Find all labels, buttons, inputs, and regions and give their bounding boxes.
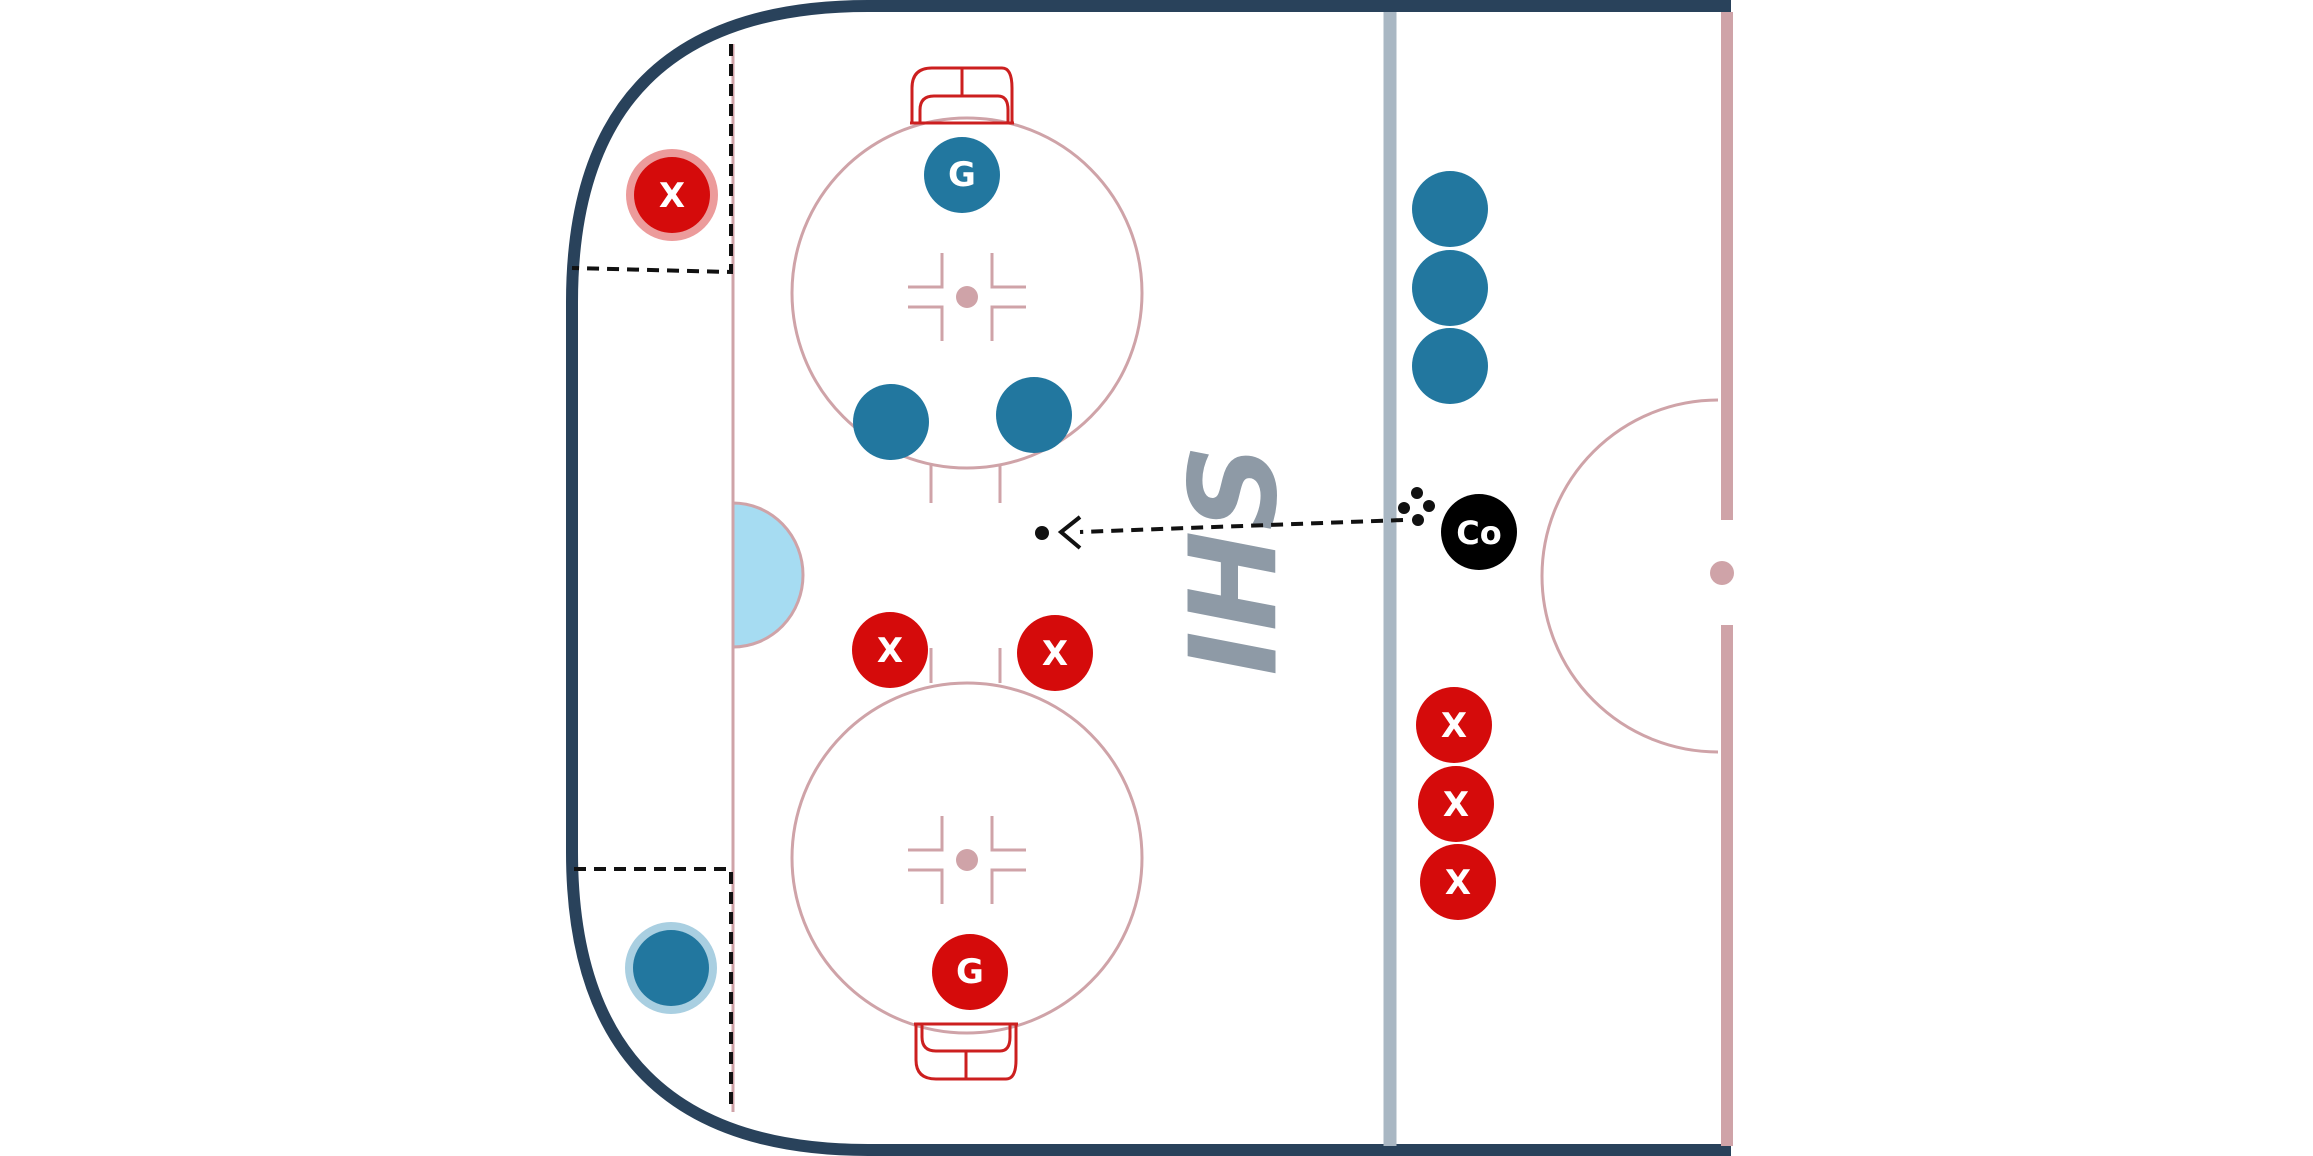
boards [566,0,1731,1156]
pass-dashed-line [1079,518,1404,534]
blue-player-circle-right[interactable] [996,377,1072,453]
red-player-line-2[interactable]: X [1418,766,1494,842]
corner-zone-top [571,44,733,275]
player-label: G [956,952,984,992]
goal-crease [731,501,805,649]
faceoff-hashmarks [908,648,1026,904]
player-label: X [1441,706,1467,746]
player-label: X [1042,634,1068,674]
ihs-logo-text: IHS [1166,444,1305,676]
center-ice-circle [1540,398,1719,754]
red-player-line-1[interactable]: X [1416,687,1492,763]
red-player-corner-highlighted[interactable]: X [626,149,718,241]
player-label: G [948,155,976,195]
red-goalie[interactable]: G [932,934,1008,1010]
player-label: X [659,176,685,216]
player-label: X [877,631,903,671]
faceoff-dot [956,286,978,308]
player-label: X [1443,785,1469,825]
puck [1398,502,1410,514]
red-player-slot-right[interactable]: X [1017,615,1093,691]
pass-target-dot [1035,526,1049,540]
net-top [910,66,1014,125]
red-player-line-3[interactable]: X [1420,844,1496,920]
player-label: X [1445,863,1471,903]
blue-player-line-3[interactable] [1412,328,1488,404]
blue-goalie[interactable]: G [924,137,1000,213]
blue-player-line-2[interactable] [1412,250,1488,326]
pass-line [1035,515,1404,550]
faceoff-dot [956,849,978,871]
blue-player-circle-left[interactable] [853,384,929,460]
puck-cluster [1398,487,1435,526]
net-bottom [914,1022,1018,1081]
faceoff-hashmarks [908,253,1026,503]
coach[interactable]: Co [1441,494,1517,570]
ihs-logo: IHS [1166,444,1305,676]
puck [1423,500,1435,512]
blue-player-line-1[interactable] [1412,171,1488,247]
faceoff-circle-top [790,116,1144,503]
faceoff-circle-ring [790,681,1144,1035]
pass-arrowhead [1057,515,1082,550]
blue-player-corner-highlighted[interactable] [625,922,717,1014]
puck [1411,487,1423,499]
puck [1412,514,1424,526]
faceoff-circle-ring [790,116,1144,470]
faceoff-circle-bottom [790,648,1144,1035]
coach-label: Co [1456,514,1501,552]
red-player-slot-left[interactable]: X [852,612,928,688]
center-faceoff-dot [1710,561,1734,585]
